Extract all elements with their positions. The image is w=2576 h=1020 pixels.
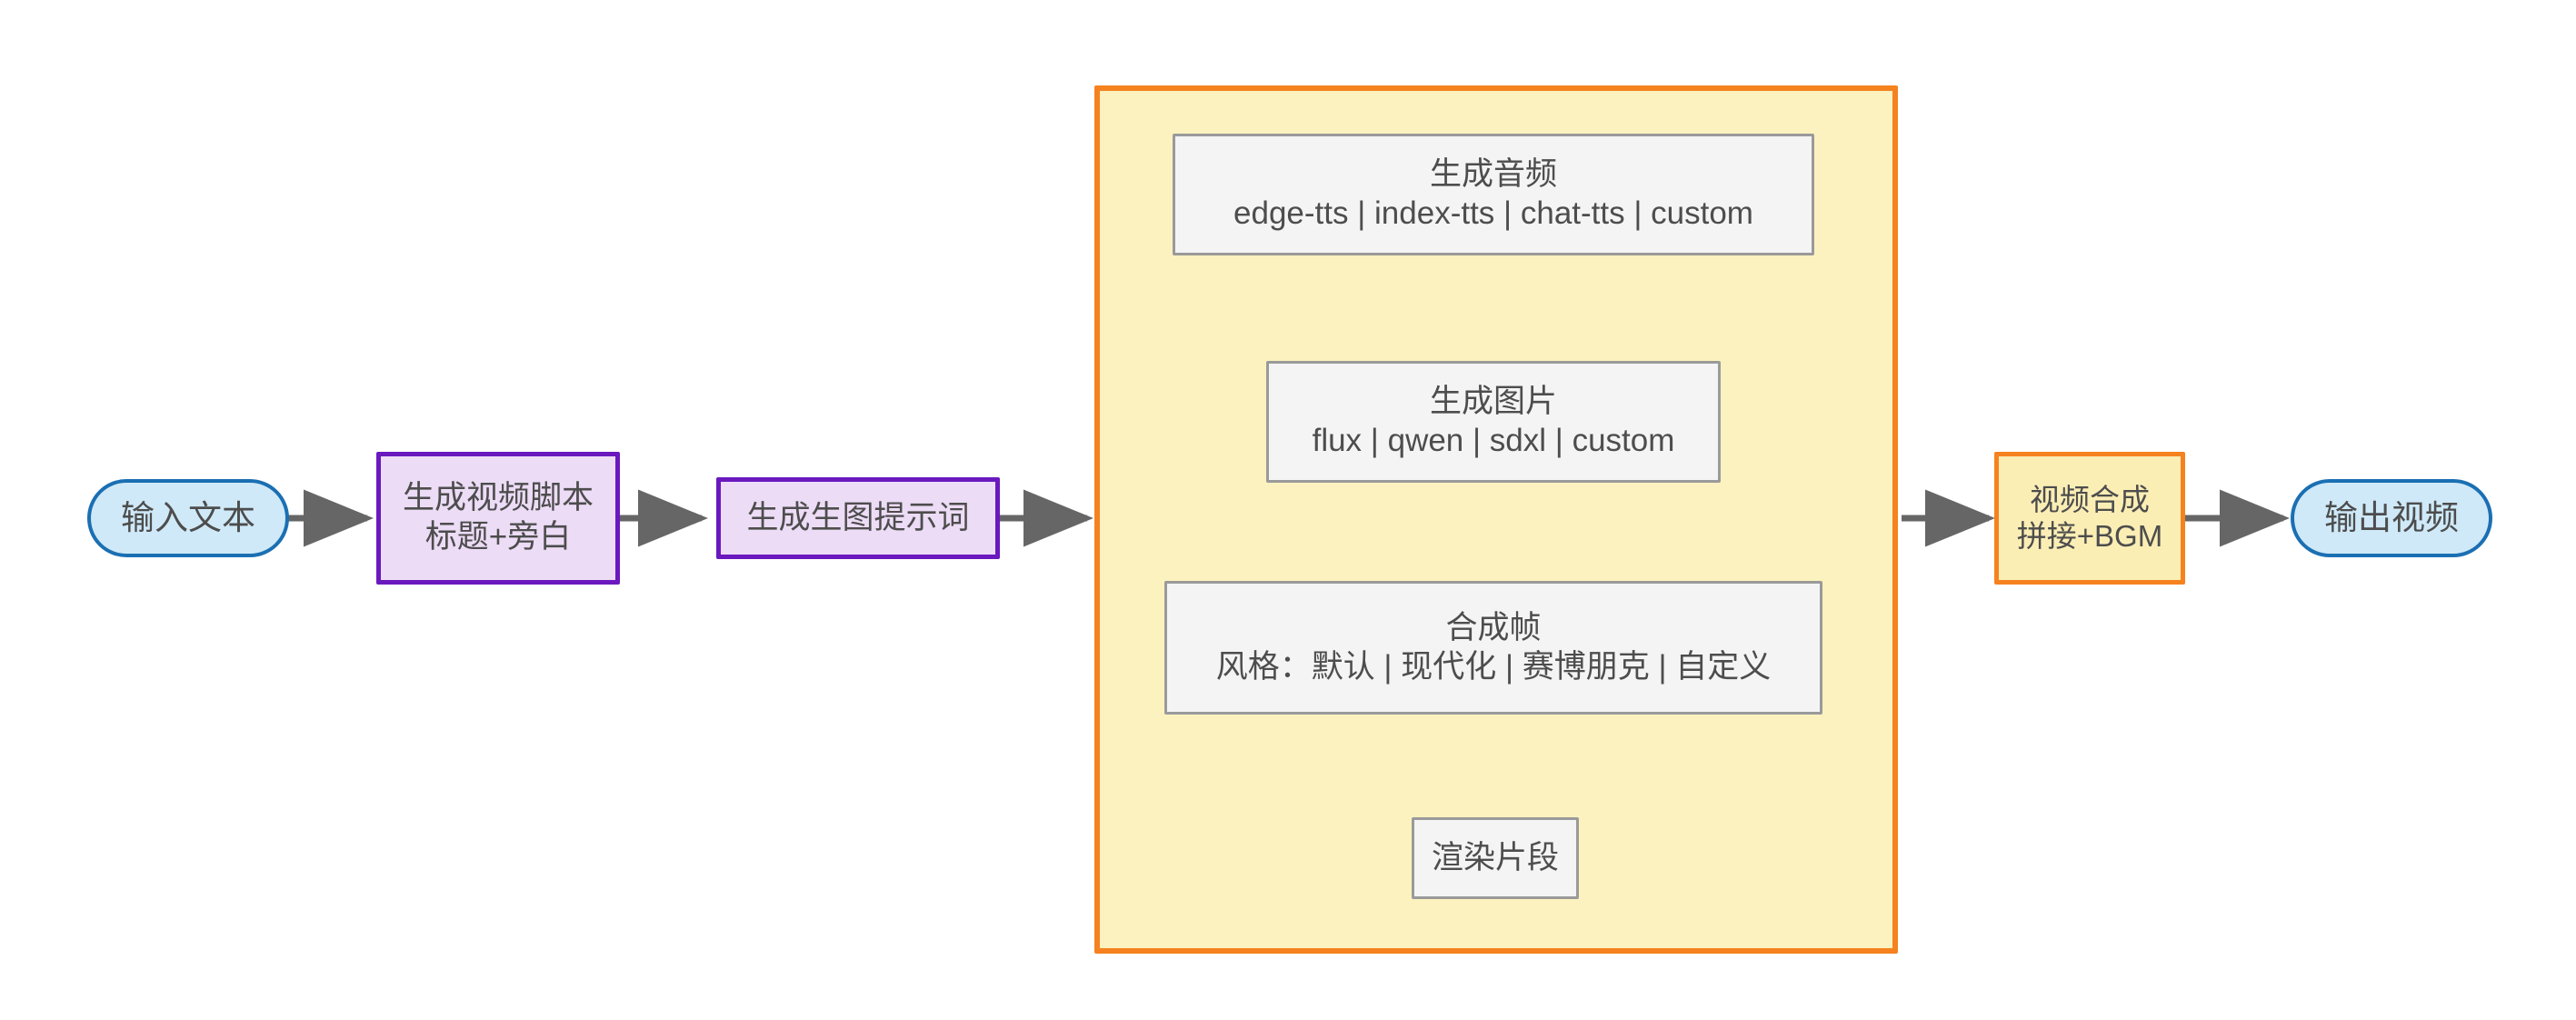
node-generate-audio[interactable]: 生成音频 edge-tts | index-tts | chat-tts | c…: [1173, 134, 1814, 255]
node-output-video-label: 输出视频: [2324, 499, 2459, 537]
node-render-segment-label: 渲染片段: [1431, 839, 1559, 875]
node-input-text-label: 输入文本: [121, 499, 255, 537]
node-render-segment[interactable]: 渲染片段: [1412, 817, 1579, 899]
node-output-video[interactable]: 输出视频: [2291, 479, 2492, 557]
node-generate-image-prompt[interactable]: 生成生图提示词: [716, 477, 1000, 559]
node-compose-frame[interactable]: 合成帧 风格：默认 | 现代化 | 赛博朋克 | 自定义: [1164, 581, 1822, 715]
node-video-composition-line2: 拼接+BGM: [2016, 519, 2163, 553]
node-generate-image-options: flux | qwen | sdxl | custom: [1312, 423, 1675, 458]
node-compose-frame-options: 风格：默认 | 现代化 | 赛博朋克 | 自定义: [1215, 648, 1772, 685]
node-video-composition[interactable]: 视频合成 拼接+BGM: [1994, 452, 2185, 585]
node-generate-script-line2: 标题+旁白: [424, 519, 572, 555]
node-generate-audio-options: edge-tts | index-tts | chat-tts | custom: [1233, 195, 1753, 231]
node-generate-image-prompt-label: 生成生图提示词: [746, 499, 970, 535]
node-generate-script-line1: 生成视频脚本: [402, 480, 594, 516]
node-input-text[interactable]: 输入文本: [87, 479, 289, 557]
node-generate-script[interactable]: 生成视频脚本 标题+旁白: [376, 452, 620, 585]
node-generate-image[interactable]: 生成图片 flux | qwen | sdxl | custom: [1266, 361, 1721, 483]
node-compose-frame-title: 合成帧: [1445, 609, 1542, 645]
node-generate-image-title: 生成图片: [1429, 384, 1557, 420]
node-generate-audio-title: 生成音频: [1429, 156, 1557, 193]
node-video-composition-line1: 视频合成: [2030, 482, 2150, 516]
